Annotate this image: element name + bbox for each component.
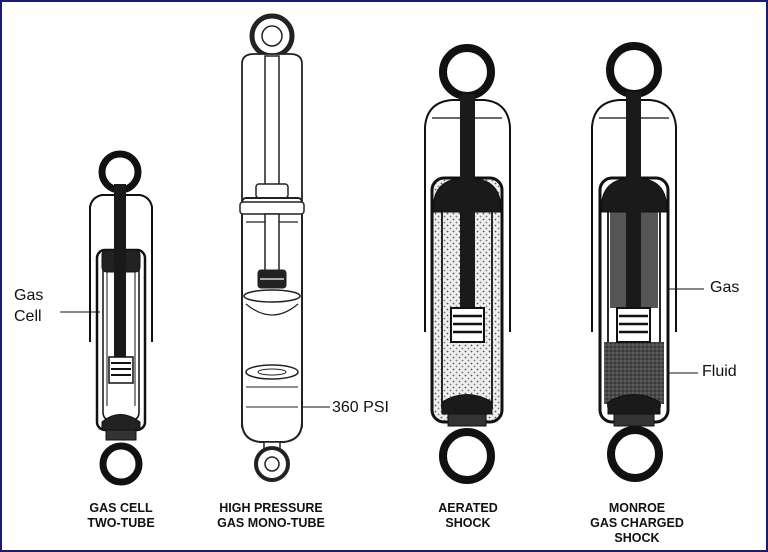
- caption-aerated: AERATED SHOCK: [383, 501, 553, 531]
- aerated-shock: [424, 44, 511, 484]
- caption-aerated-line1: AERATED: [438, 501, 498, 515]
- high-pressure-mono-tube-shock: [239, 13, 305, 482]
- caption-mono-tube-line2: GAS MONO-TUBE: [217, 516, 325, 530]
- monroe-gas-charged-shock: [591, 42, 677, 482]
- caption-monroe-line1: MONROE: [608, 501, 666, 515]
- caption-monroe-line2: GAS CHARGED: [590, 516, 684, 530]
- caption-monroe-line3: SHOCK: [614, 531, 660, 545]
- caption-monroe: MONROE GAS CHARGED SHOCK: [552, 501, 722, 546]
- gas-label: Gas: [710, 279, 740, 296]
- pressure-label: 360 PSI: [332, 399, 389, 416]
- caption-gas-cell: GAS CELL TWO-TUBE: [36, 501, 206, 531]
- caption-mono-tube-line1: HIGH PRESSURE: [219, 501, 323, 515]
- caption-mono-tube: HIGH PRESSURE GAS MONO-TUBE: [186, 501, 356, 531]
- gas-cell-two-tube-shock: [89, 150, 153, 486]
- gas-cell-label-line2: Cell: [14, 308, 42, 325]
- caption-gas-cell-line2: TWO-TUBE: [87, 516, 155, 530]
- gas-cell-label-line1: Gas: [14, 287, 44, 304]
- fluid-label: Fluid: [702, 363, 737, 380]
- caption-gas-cell-line1: GAS CELL: [89, 501, 153, 515]
- caption-aerated-line2: SHOCK: [445, 516, 491, 530]
